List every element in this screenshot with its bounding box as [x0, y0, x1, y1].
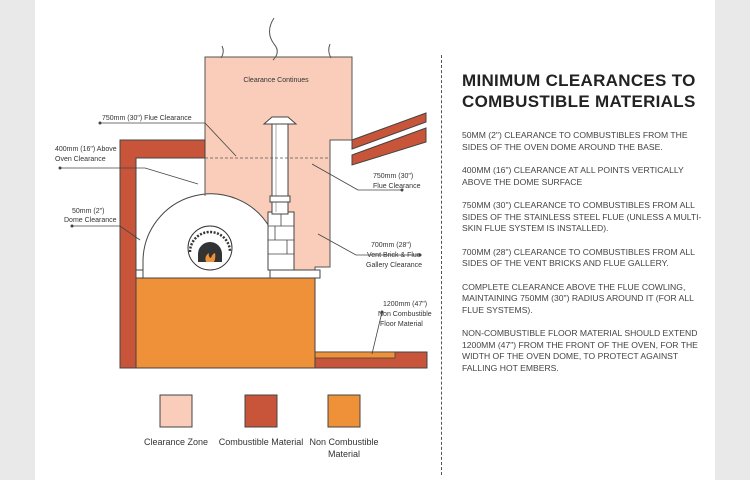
flue-cowl [262, 116, 298, 125]
legend-swatch-combustible [244, 394, 278, 428]
info-panel: MINIMUM CLEARANCES TO COMBUSTIBLE MATERI… [462, 70, 712, 386]
leader-dot [380, 310, 384, 314]
clearance-rule-floor: NON-COMBUSTIBLE FLOOR MATERIAL SHOULD EX… [462, 328, 698, 373]
leader-line-flue-right [311, 163, 359, 191]
leader-line-vent [317, 233, 357, 256]
label-above-oven-line2: Oven Clearance [55, 156, 106, 163]
oven-logo-icon [187, 225, 233, 271]
section-divider [441, 55, 442, 475]
flame-icon [205, 253, 216, 262]
panel-heading: MINIMUM CLEARANCES TO COMBUSTIBLE MATERI… [462, 70, 712, 112]
leader-dot [418, 253, 422, 257]
oven-base [135, 277, 316, 369]
label-dome-line1: 50mm (2") [72, 208, 104, 215]
label-above-oven-line1: 400mm (16") Above [55, 146, 117, 153]
leader-dot [58, 166, 62, 170]
label-floor-line2: Non Combustible [378, 311, 432, 318]
panel-heading-line1: MINIMUM CLEARANCES TO [462, 71, 696, 90]
label-flue-right-line1: 750mm (30") [373, 173, 413, 180]
legend-swatch-clearance-zone [159, 394, 193, 428]
legend-swatch-non-combustible [327, 394, 361, 428]
leader-dot [400, 188, 404, 192]
clearance-rule-flue: 750MM (30") CLEARANCE TO COMBUSTIBLES FR… [462, 200, 702, 233]
leader-line-dome-diag [119, 225, 141, 241]
leader-line-above-oven-diag [144, 167, 199, 185]
clearance-rule-cowling: COMPLETE CLEARANCE ABOVE THE FLUE COWLIN… [462, 281, 694, 315]
label-vent-line3: Gallery Clearance [366, 262, 422, 269]
label-dome-line2: Dome Clearance [64, 217, 117, 224]
clearance-rule-dome-base: 50MM (2") CLEARANCE TO COMBUSTIBLES FROM… [462, 130, 688, 152]
clearance-wavy-line-right [328, 43, 332, 59]
clearance-rule-vent-bricks: 700MM (28") CLEARANCE TO COMBUSTIBLES FR… [462, 246, 695, 269]
leader-line-flue-left-diag [204, 122, 237, 157]
combustible-wall [119, 139, 206, 369]
clearance-wavy-line-mid [269, 17, 278, 61]
legend-label-non-combustible-line2: Material [328, 449, 360, 459]
legend-label-non-combustible-line1: Non Combustible [309, 437, 378, 447]
non-combustible-floor-strip [314, 351, 396, 359]
panel-heading-line2: COMBUSTIBLE MATERIALS [462, 92, 696, 111]
label-flue-clearance-left: 750mm (30") Flue Clearance [102, 115, 192, 122]
legend-label-combustible: Combustible Material [219, 437, 304, 447]
label-floor-line1: 1200mm (47") [383, 301, 427, 308]
clearance-wavy-line-left [220, 45, 224, 59]
leader-line-floor [371, 311, 383, 355]
roof-beam-upper [351, 112, 427, 150]
label-vent-line1: 700mm (28") [371, 242, 411, 249]
label-flue-right-line2: Flue Clearance [373, 183, 421, 190]
leader-dot [70, 224, 74, 228]
roof-beam-lower [351, 127, 427, 166]
label-vent-line2: Vent Brick & Flue [367, 252, 421, 259]
flue-collar [269, 195, 291, 203]
clearance-rule-above-dome: 400MM (16") CLEARANCE AT ALL POINTS VERT… [462, 165, 684, 187]
label-clearance-continues: Clearance Continues [243, 77, 309, 84]
label-floor-line3: Floor Material [380, 321, 423, 328]
leader-dot [98, 121, 102, 125]
legend-label-clearance-zone: Clearance Zone [144, 437, 208, 447]
